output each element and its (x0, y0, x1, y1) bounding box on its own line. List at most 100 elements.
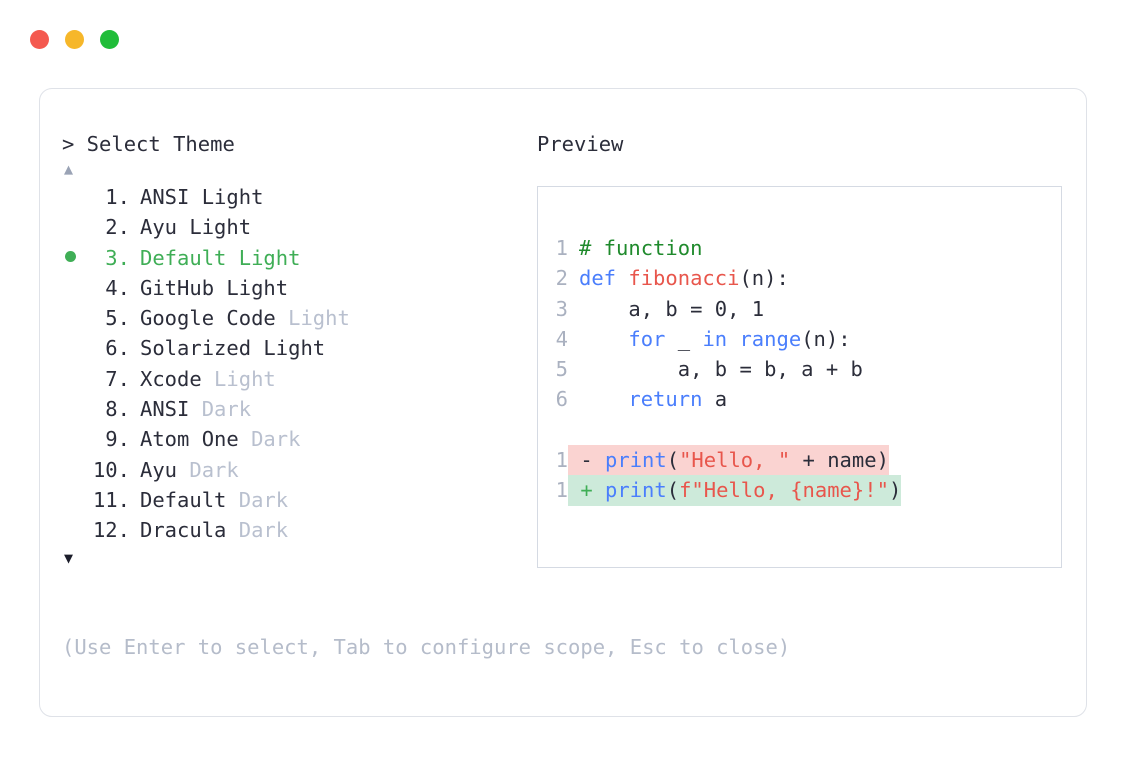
theme-item-index: 12. (92, 518, 130, 543)
theme-item-name: Solarized (140, 336, 252, 361)
code-line-text: return a (568, 384, 727, 414)
theme-list-item[interactable]: 5. Google Code Light (62, 303, 532, 333)
code-line-text: for _ in range(n): (568, 324, 851, 354)
close-dot[interactable] (30, 30, 49, 49)
code-line-text: a, b = 0, 1 (568, 294, 764, 324)
code-line-text: # function (568, 233, 702, 263)
theme-selector-card: > Select Theme ▲ 1.ANSI Light 2.Ayu Ligh… (39, 88, 1087, 717)
theme-item-index: 11. (92, 487, 130, 512)
line-number: 6 (555, 387, 568, 412)
code-token (579, 387, 628, 411)
code-token: {name} (790, 478, 865, 503)
code-token: a, b = (579, 296, 715, 321)
theme-item-variant: Light (201, 366, 276, 391)
code-token: 0 (714, 296, 728, 321)
theme-item-index: 9. (92, 427, 130, 452)
theme-item-variant: Dark (226, 487, 289, 512)
code-token: fibonacci (628, 266, 740, 291)
scroll-up-arrow-icon[interactable]: ▲ (64, 160, 74, 178)
theme-item-index: 1. (92, 185, 130, 209)
theme-item-index: 10. (92, 457, 130, 482)
code-token: a (702, 387, 728, 412)
theme-item-name: Default (140, 487, 227, 512)
keyboard-hint: (Use Enter to select, Tab to configure s… (62, 635, 791, 659)
code-token: f"Hello, (679, 478, 791, 503)
theme-item-name: ANSI (140, 185, 190, 209)
theme-list-item[interactable]: 3.Default Light (62, 243, 532, 273)
theme-list-item[interactable]: 12.Dracula Dark (62, 515, 532, 545)
line-number: 4 (555, 326, 568, 351)
code-token: 1 (751, 296, 765, 321)
minimize-dot[interactable] (65, 30, 84, 49)
theme-list-item[interactable]: 1.ANSI Light (62, 182, 532, 212)
code-token: (n): (801, 326, 851, 351)
diff-line-text: + print(f"Hello, {name}!") (568, 475, 902, 506)
theme-item-index: 6. (92, 336, 130, 361)
theme-list-item[interactable]: 8. ANSI Dark (62, 394, 532, 424)
code-token: return (628, 387, 703, 412)
code-line: 1 # function (554, 233, 901, 263)
scroll-down-arrow-icon[interactable]: ▼ (64, 548, 74, 567)
code-token: _ (665, 326, 703, 351)
theme-item-name: ANSI (140, 397, 190, 422)
theme-list-item[interactable]: 11. Default Dark (62, 485, 532, 515)
theme-item-name: Xcode (140, 366, 202, 391)
code-token: !" (864, 478, 889, 503)
code-line: 3 a, b = 0, 1 (554, 294, 901, 324)
theme-item-variant: Dark (226, 518, 289, 543)
theme-list-item[interactable]: 2.Ayu Light (62, 212, 532, 242)
code-token: "Hello, " (679, 448, 791, 473)
diff-line-text: - print("Hello, " + name) (568, 445, 889, 476)
diff-line-minus: 1 - print("Hello, " + name) (554, 445, 901, 476)
code-token: print (605, 448, 667, 473)
theme-item-variant: Dark (177, 457, 239, 482)
code-line: 4 for _ in range(n): (554, 324, 901, 354)
code-token: for (628, 326, 666, 351)
diff-line-plus: 1 + print(f"Hello, {name}!") (554, 475, 902, 506)
theme-list-item[interactable]: 4. GitHub Light (62, 273, 532, 303)
theme-item-name: Google Code (140, 306, 276, 331)
code-line-text: def fibonacci(n): (568, 263, 789, 293)
code-blank-line (554, 415, 901, 445)
line-number: 5 (555, 357, 568, 382)
diff-sign: + (568, 478, 606, 503)
line-number: 1 (555, 478, 568, 503)
code-token: in (702, 326, 728, 351)
theme-list-item[interactable]: 9.Atom One Dark (62, 424, 532, 454)
theme-item-name: Default (140, 245, 227, 270)
theme-item-index: 5. (92, 306, 130, 331)
line-number: 1 (555, 236, 568, 260)
code-token: (n): (739, 266, 789, 291)
theme-list: 1. ANSI Light 2.Ayu Light 3. Default Light… (62, 182, 532, 546)
theme-item-variant: Light (214, 275, 289, 300)
code-token: ) (888, 478, 902, 503)
theme-item-name: GitHub (140, 275, 215, 300)
theme-item-variant: Dark (238, 427, 301, 452)
code-line: 5 a, b = b, a + b (554, 354, 901, 384)
code-token: # function (579, 236, 703, 260)
code-token: , (727, 296, 752, 321)
theme-list-item[interactable]: 10. Ayu Dark (62, 455, 532, 485)
theme-item-variant: Light (275, 306, 350, 331)
theme-list-item[interactable]: 6.Solarized Light (62, 333, 532, 363)
maximize-dot[interactable] (100, 30, 119, 49)
code-token (727, 327, 739, 351)
code-token: print (605, 478, 667, 503)
line-number: 3 (555, 296, 568, 321)
theme-item-name: Ayu (140, 215, 178, 240)
theme-item-name: Ayu (140, 457, 178, 482)
theme-item-index: 3. (92, 245, 130, 270)
theme-item-variant: Dark (189, 397, 252, 422)
theme-list-item[interactable]: 7.Xcode Light (62, 364, 532, 394)
code-token: def (579, 266, 629, 291)
diff-sign: - (568, 448, 606, 473)
code-token: ( (666, 478, 680, 503)
code-token: + name) (790, 448, 889, 473)
theme-item-index: 8. (92, 397, 130, 422)
code-token (579, 327, 628, 351)
theme-item-index: 4. (92, 275, 130, 300)
